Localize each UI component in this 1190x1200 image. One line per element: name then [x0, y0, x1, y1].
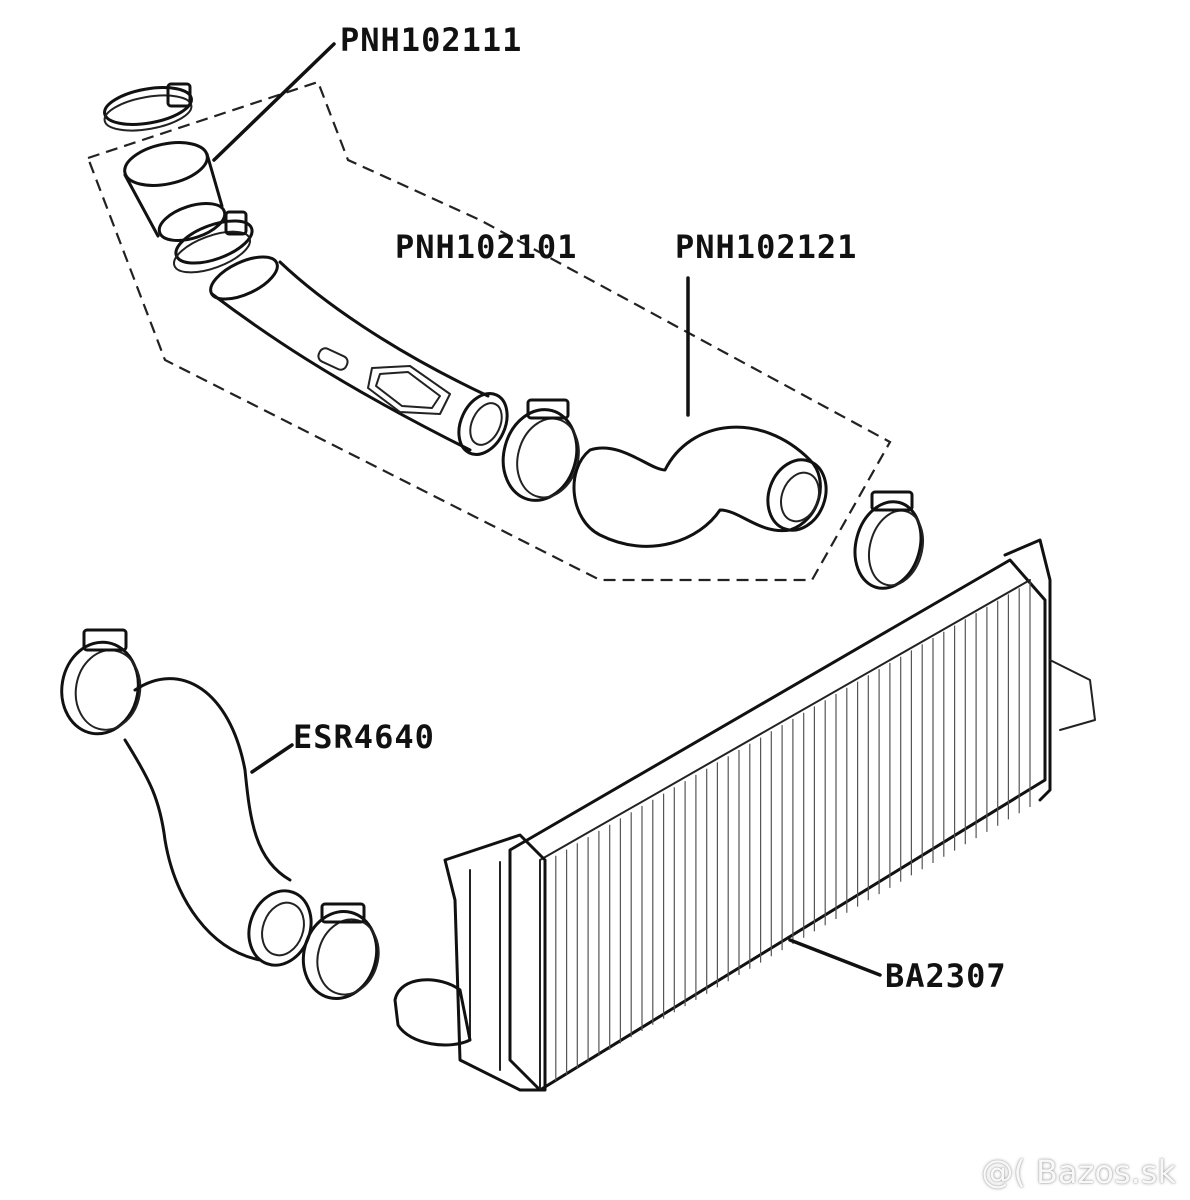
- part-label-ba2307: BA2307: [885, 957, 1007, 995]
- part-label-pnh102121: PNH102121: [675, 228, 858, 266]
- leader-line-ba2307: [788, 938, 882, 977]
- hose-clamp-lower-left: [60, 628, 142, 736]
- part-label-pnh102111: PNH102111: [340, 21, 523, 59]
- leader-line-pnh102111: [212, 42, 336, 162]
- hose-clamp-top: [103, 82, 193, 132]
- part-label-pnh102101: PNH102101: [395, 228, 578, 266]
- watermark: @( Bazos.sk: [981, 1153, 1176, 1191]
- curved-rubber-hose: [123, 677, 313, 967]
- rigid-boost-pipe: [209, 255, 509, 456]
- hose-clamp-right: [853, 490, 924, 590]
- coupling-sleeve: [123, 141, 227, 242]
- leader-line-esr4640: [250, 743, 294, 774]
- intercooler-core: [393, 538, 1096, 1092]
- hose-kit-group-outline: [86, 80, 892, 582]
- hose-clamp-lower-middle: [301, 902, 380, 1001]
- part-label-esr4640: ESR4640: [293, 718, 435, 756]
- s-shaped-rubber-hose: [572, 425, 828, 548]
- hose-clamp-upper-second: [173, 210, 254, 274]
